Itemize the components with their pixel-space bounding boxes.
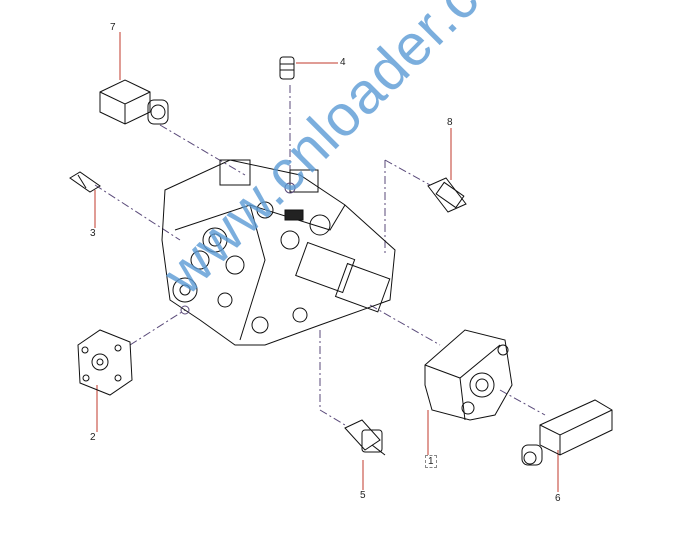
callout-4: 4 — [340, 57, 346, 68]
main-valve-block — [161, 159, 396, 346]
part-4-fitting — [279, 56, 295, 80]
part-1-housing — [424, 329, 513, 421]
callout-6: 6 — [555, 493, 561, 504]
callout-3: 3 — [90, 228, 96, 239]
callout-8: 8 — [447, 117, 453, 128]
centerlines — [94, 85, 546, 426]
part-3-fitting — [69, 171, 101, 193]
part-5-sensor — [344, 419, 386, 456]
callout-7: 7 — [110, 22, 116, 33]
part-8-cartridge-valve — [427, 177, 467, 213]
part-6-solenoid-valve — [521, 399, 613, 466]
part-7-solenoid-valve — [99, 79, 169, 125]
part-2-cover — [77, 329, 133, 396]
leader-lines — [94, 32, 559, 492]
callout-1: 1 — [425, 455, 437, 468]
callout-5: 5 — [360, 490, 366, 501]
callout-2: 2 — [90, 432, 96, 443]
